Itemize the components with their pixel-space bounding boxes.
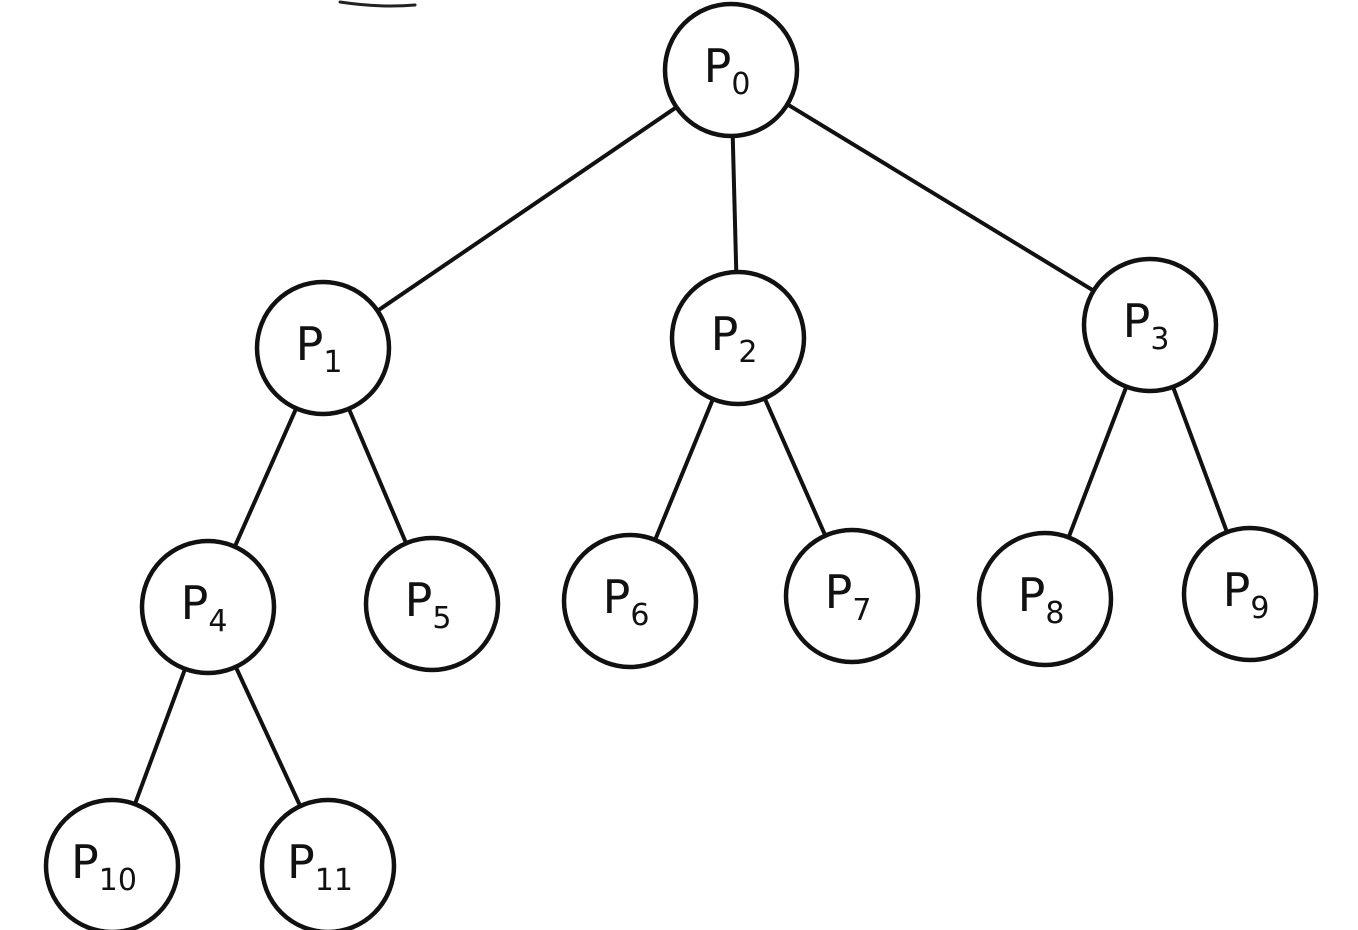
node-subscript: 7 xyxy=(852,593,871,628)
node-circle xyxy=(1081,256,1219,394)
node-circle xyxy=(783,527,921,665)
node-letter: P xyxy=(71,835,99,889)
edge-p0-p2 xyxy=(730,133,739,275)
node-circle xyxy=(139,538,277,676)
node-circle xyxy=(43,797,181,930)
node-letter: P xyxy=(296,317,324,371)
node-p5: P5 xyxy=(363,535,501,673)
node-p10: P10 xyxy=(43,797,181,930)
node-circle xyxy=(254,279,392,417)
node-letter: P xyxy=(405,573,433,627)
node-subscript: 3 xyxy=(1150,322,1169,357)
edge-p3-p9 xyxy=(1170,384,1230,535)
node-label: P2 xyxy=(711,307,758,370)
node-subscript: 8 xyxy=(1045,596,1064,631)
node-label: P6 xyxy=(603,570,650,633)
node-label: P9 xyxy=(1223,563,1270,626)
node-letter: P xyxy=(711,307,739,361)
node-letter: P xyxy=(1018,568,1046,622)
node-circle xyxy=(561,532,699,670)
node-letter: P xyxy=(825,565,853,619)
node-subscript: 9 xyxy=(1250,591,1269,626)
node-p4: P4 xyxy=(139,538,277,676)
node-circle xyxy=(1181,525,1319,663)
edges-layer xyxy=(132,102,1230,809)
edge-p2-p7 xyxy=(762,396,828,538)
node-label: P10 xyxy=(71,835,137,898)
node-letter: P xyxy=(287,835,315,889)
node-letter: P xyxy=(181,576,209,630)
node-label: P5 xyxy=(405,573,452,636)
edge-p4-p10 xyxy=(132,666,188,807)
node-p9: P9 xyxy=(1181,525,1319,663)
edge-p1-p4 xyxy=(232,406,299,549)
node-letter: P xyxy=(1223,563,1251,617)
node-p2: P2 xyxy=(669,269,807,407)
node-p8: P8 xyxy=(976,530,1114,668)
node-letter: P xyxy=(603,570,631,624)
node-subscript: 11 xyxy=(315,863,353,898)
node-label: P0 xyxy=(704,39,751,102)
node-label: P11 xyxy=(287,835,353,898)
edge-p0-p1 xyxy=(375,105,679,313)
node-p3: P3 xyxy=(1081,256,1219,394)
scan-artifact-stroke xyxy=(338,0,417,8)
node-p1: P1 xyxy=(254,279,392,417)
edge-p3-p8 xyxy=(1066,384,1129,540)
node-circle xyxy=(363,535,501,673)
node-circle xyxy=(976,530,1114,668)
node-subscript: 5 xyxy=(432,601,451,636)
node-p6: P6 xyxy=(561,532,699,670)
edge-p2-p6 xyxy=(653,397,715,542)
node-p0: P0 xyxy=(662,1,800,139)
node-letter: P xyxy=(1123,294,1151,348)
node-circle xyxy=(259,797,397,930)
node-circle xyxy=(662,1,800,139)
node-subscript: 2 xyxy=(738,335,757,370)
node-subscript: 1 xyxy=(323,345,342,380)
node-label: P1 xyxy=(296,317,343,380)
node-subscript: 4 xyxy=(208,604,227,639)
edge-p4-p11 xyxy=(233,664,303,809)
node-subscript: 10 xyxy=(99,863,137,898)
node-label: P8 xyxy=(1018,568,1065,631)
edge-p1-p5 xyxy=(346,406,409,546)
node-p7: P7 xyxy=(783,527,921,665)
node-label: P3 xyxy=(1123,294,1170,357)
node-circle xyxy=(669,269,807,407)
node-subscript: 0 xyxy=(731,67,750,102)
node-letter: P xyxy=(704,39,732,93)
node-subscript: 6 xyxy=(630,598,649,633)
node-label: P7 xyxy=(825,565,872,628)
node-label: P4 xyxy=(181,576,228,639)
node-p11: P11 xyxy=(259,797,397,930)
edge-p0-p3 xyxy=(785,102,1096,293)
